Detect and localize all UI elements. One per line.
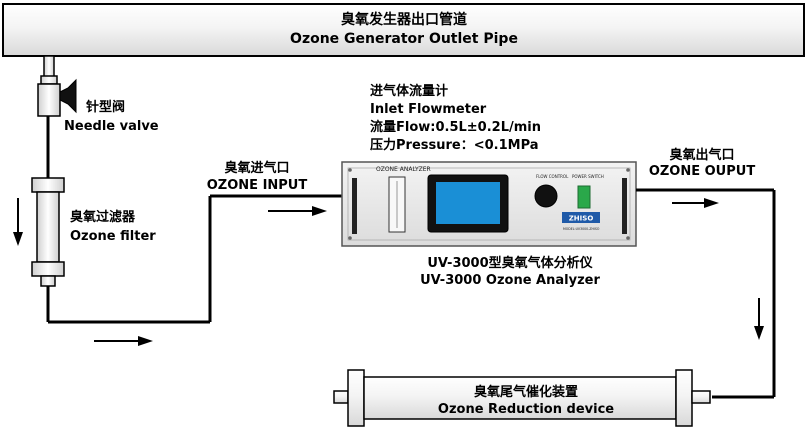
needle-valve-label-en: Needle valve — [64, 119, 159, 134]
analyzer-label-cn: UV-3000型臭氧气体分析仪 — [427, 255, 593, 271]
right-arrow-output — [672, 198, 719, 208]
ozone-filter: 臭氧过滤器 Ozone filter — [31, 177, 156, 287]
ozone-input-label: 臭氧进气口 OZONE INPUT — [207, 160, 308, 193]
outlet-pipe: 臭氧发生器出口管道 Ozone Generator Outlet Pipe — [2, 3, 805, 57]
brand-name: ZHISO — [569, 215, 594, 223]
right-arrow-input — [268, 206, 327, 216]
needle-valve: 针型阀 Needle valve — [37, 75, 159, 134]
brand-badge — [562, 212, 600, 223]
flow-control-label: FLOW CONTROL — [536, 174, 569, 179]
flowmeter-line2: Inlet Flowmeter — [370, 102, 487, 117]
down-arrow-filter — [13, 198, 23, 246]
outlet-pipe-title-cn: 臭氧发生器出口管道 — [341, 11, 467, 28]
reduction-label-cn: 臭氧尾气催化装置 — [474, 384, 578, 400]
flowmeter-line4: 压力Pressure：<0.1MPa — [370, 137, 539, 153]
flowmeter-spec: 进气体流量计 Inlet Flowmeter 流量Flow:0.5L±0.2L/… — [370, 83, 541, 153]
model-small-label: MODEL:UV3000-ZHISO — [563, 227, 600, 231]
output-tube — [636, 188, 776, 399]
analyzer-label-en: UV-3000 Ozone Analyzer — [420, 273, 600, 288]
outlet-pipe-title-en: Ozone Generator Outlet Pipe — [290, 31, 518, 47]
ozone-input-label-en: OZONE INPUT — [207, 178, 308, 193]
ozone-reduction-device: 臭氧尾气催化装置 Ozone Reduction device — [333, 369, 711, 427]
power-switch-label: POWER SWITCH — [572, 174, 604, 179]
right-arrow-bottom — [94, 336, 153, 346]
ozone-input-label-cn: 臭氧进气口 — [224, 160, 289, 176]
flowmeter-line3: 流量Flow:0.5L±0.2L/min — [370, 119, 541, 135]
down-arrow-output — [754, 298, 764, 340]
analyzer-panel-title: OZONE ANALYZER — [376, 166, 431, 173]
reduction-label-en: Ozone Reduction device — [438, 402, 614, 417]
ozone-output-label-cn: 臭氧出气口 — [669, 147, 734, 163]
power-switch — [577, 185, 591, 209]
analyzer-caption: UV-3000型臭氧气体分析仪 UV-3000 Ozone Analyzer — [420, 255, 600, 288]
analyzer-display-screen — [436, 182, 500, 224]
supply-tube — [43, 55, 345, 324]
flow-control-knob — [534, 184, 558, 208]
ozone-analyzer-device: OZONE ANALYZER FLOW CONTROL POWER SWITCH… — [341, 161, 637, 247]
needle-valve-label-cn: 针型阀 — [85, 99, 125, 115]
ozone-filter-label-en: Ozone filter — [70, 229, 156, 244]
flowmeter-line1: 进气体流量计 — [370, 83, 448, 99]
rack-handle-left — [352, 178, 357, 234]
ozone-output-label: 臭氧出气口 OZONE OUPUT — [649, 147, 756, 179]
ozone-filter-label-cn: 臭氧过滤器 — [70, 209, 136, 225]
ozone-output-label-en: OZONE OUPUT — [649, 164, 756, 179]
rack-handle-right — [622, 178, 627, 234]
